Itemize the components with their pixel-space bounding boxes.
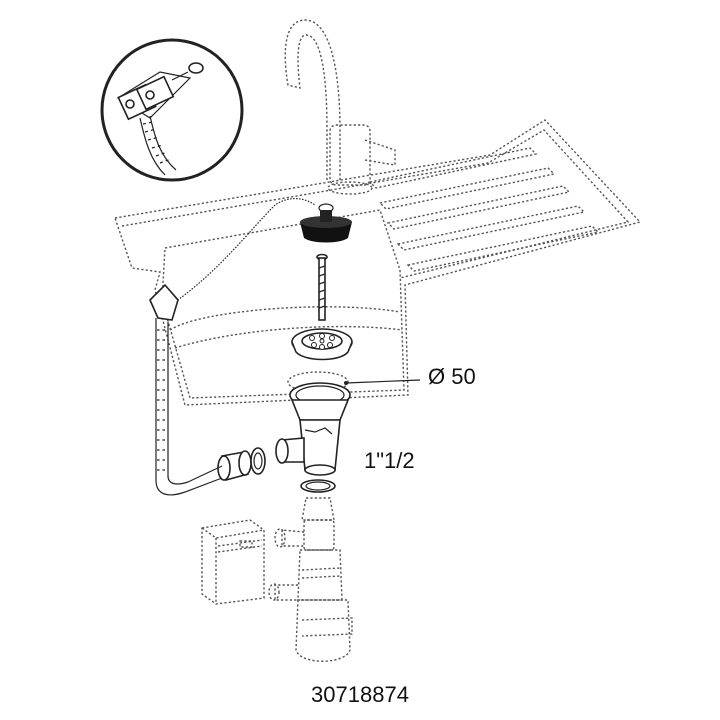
diameter-label: Ø 50 [428,364,476,389]
overflow-detail-inset [100,38,244,182]
center-screw [316,253,328,321]
stopper-with-chain [174,198,352,303]
thread-size-label: 1"1/2 [364,448,415,473]
side-outlet-nut [217,447,266,482]
product-code: 30718874 [311,682,409,707]
washing-machine-icon [201,519,265,605]
drain-body [275,382,351,476]
faucet [284,19,396,195]
drainboard-ribs [368,147,600,272]
overflow-hose [149,283,223,496]
seal-ring [300,479,336,493]
strainer-basket [291,328,353,361]
diameter-indicator [287,371,421,393]
siphon-trap [268,497,353,662]
